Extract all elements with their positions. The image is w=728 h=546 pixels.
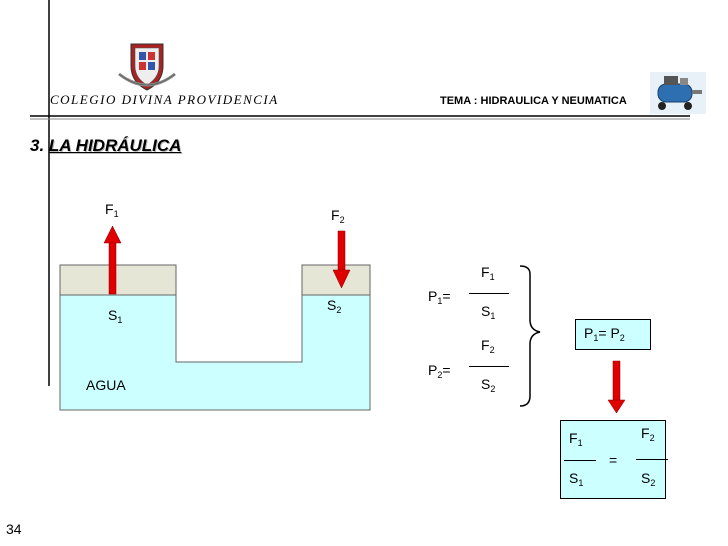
pressure-equality-box xyxy=(575,319,651,350)
piston-right xyxy=(301,264,371,296)
p1-fraction-bar xyxy=(469,293,509,294)
section-number: 3. xyxy=(30,136,45,155)
section-title: LA HIDRÁULICA xyxy=(48,136,182,155)
label-s1: S1 xyxy=(108,307,123,325)
force-arrow-down-head xyxy=(332,269,351,289)
final-right-denominator: S2 xyxy=(641,470,656,488)
final-left-denominator: S1 xyxy=(569,470,584,488)
air-compressor-icon xyxy=(650,72,706,114)
force-arrow-up-head xyxy=(103,225,122,244)
label-s2: S2 xyxy=(327,297,342,315)
section-heading: 3. LA HIDRÁULICA xyxy=(30,136,181,156)
label-fluid: AGUA xyxy=(86,377,126,393)
piston-left xyxy=(59,264,177,296)
school-name: COLEGIO DIVINA PROVIDENCIA xyxy=(50,92,279,107)
final-right-fraction-bar xyxy=(636,459,668,460)
result-arrow-shaft xyxy=(612,360,621,402)
page-number: 34 xyxy=(6,521,22,537)
final-left-numerator: F1 xyxy=(569,430,583,448)
force-arrow-up-shaft xyxy=(108,241,117,295)
pressure-equality: P1= P2 xyxy=(584,325,625,343)
p2-numerator: F2 xyxy=(481,337,495,355)
school-crest-icon xyxy=(118,43,176,91)
label-f2: F2 xyxy=(331,207,345,225)
right-brace xyxy=(519,265,541,407)
p1-numerator: F1 xyxy=(481,264,495,282)
label-f1: F1 xyxy=(105,201,119,219)
topic-title: TEMA : HIDRAULICA Y NEUMATICA xyxy=(440,95,627,107)
p2-label: P2= xyxy=(428,362,451,380)
final-equals: = xyxy=(609,452,618,468)
p2-denominator: S2 xyxy=(481,376,496,394)
final-left-fraction-bar xyxy=(564,460,596,461)
p1-denominator: S1 xyxy=(481,303,496,321)
p2-fraction-bar xyxy=(469,366,509,367)
result-arrow-head xyxy=(607,399,626,414)
p1-label: P1= xyxy=(428,288,451,306)
final-right-numerator: F2 xyxy=(641,425,655,443)
force-arrow-down-shaft xyxy=(337,230,346,272)
